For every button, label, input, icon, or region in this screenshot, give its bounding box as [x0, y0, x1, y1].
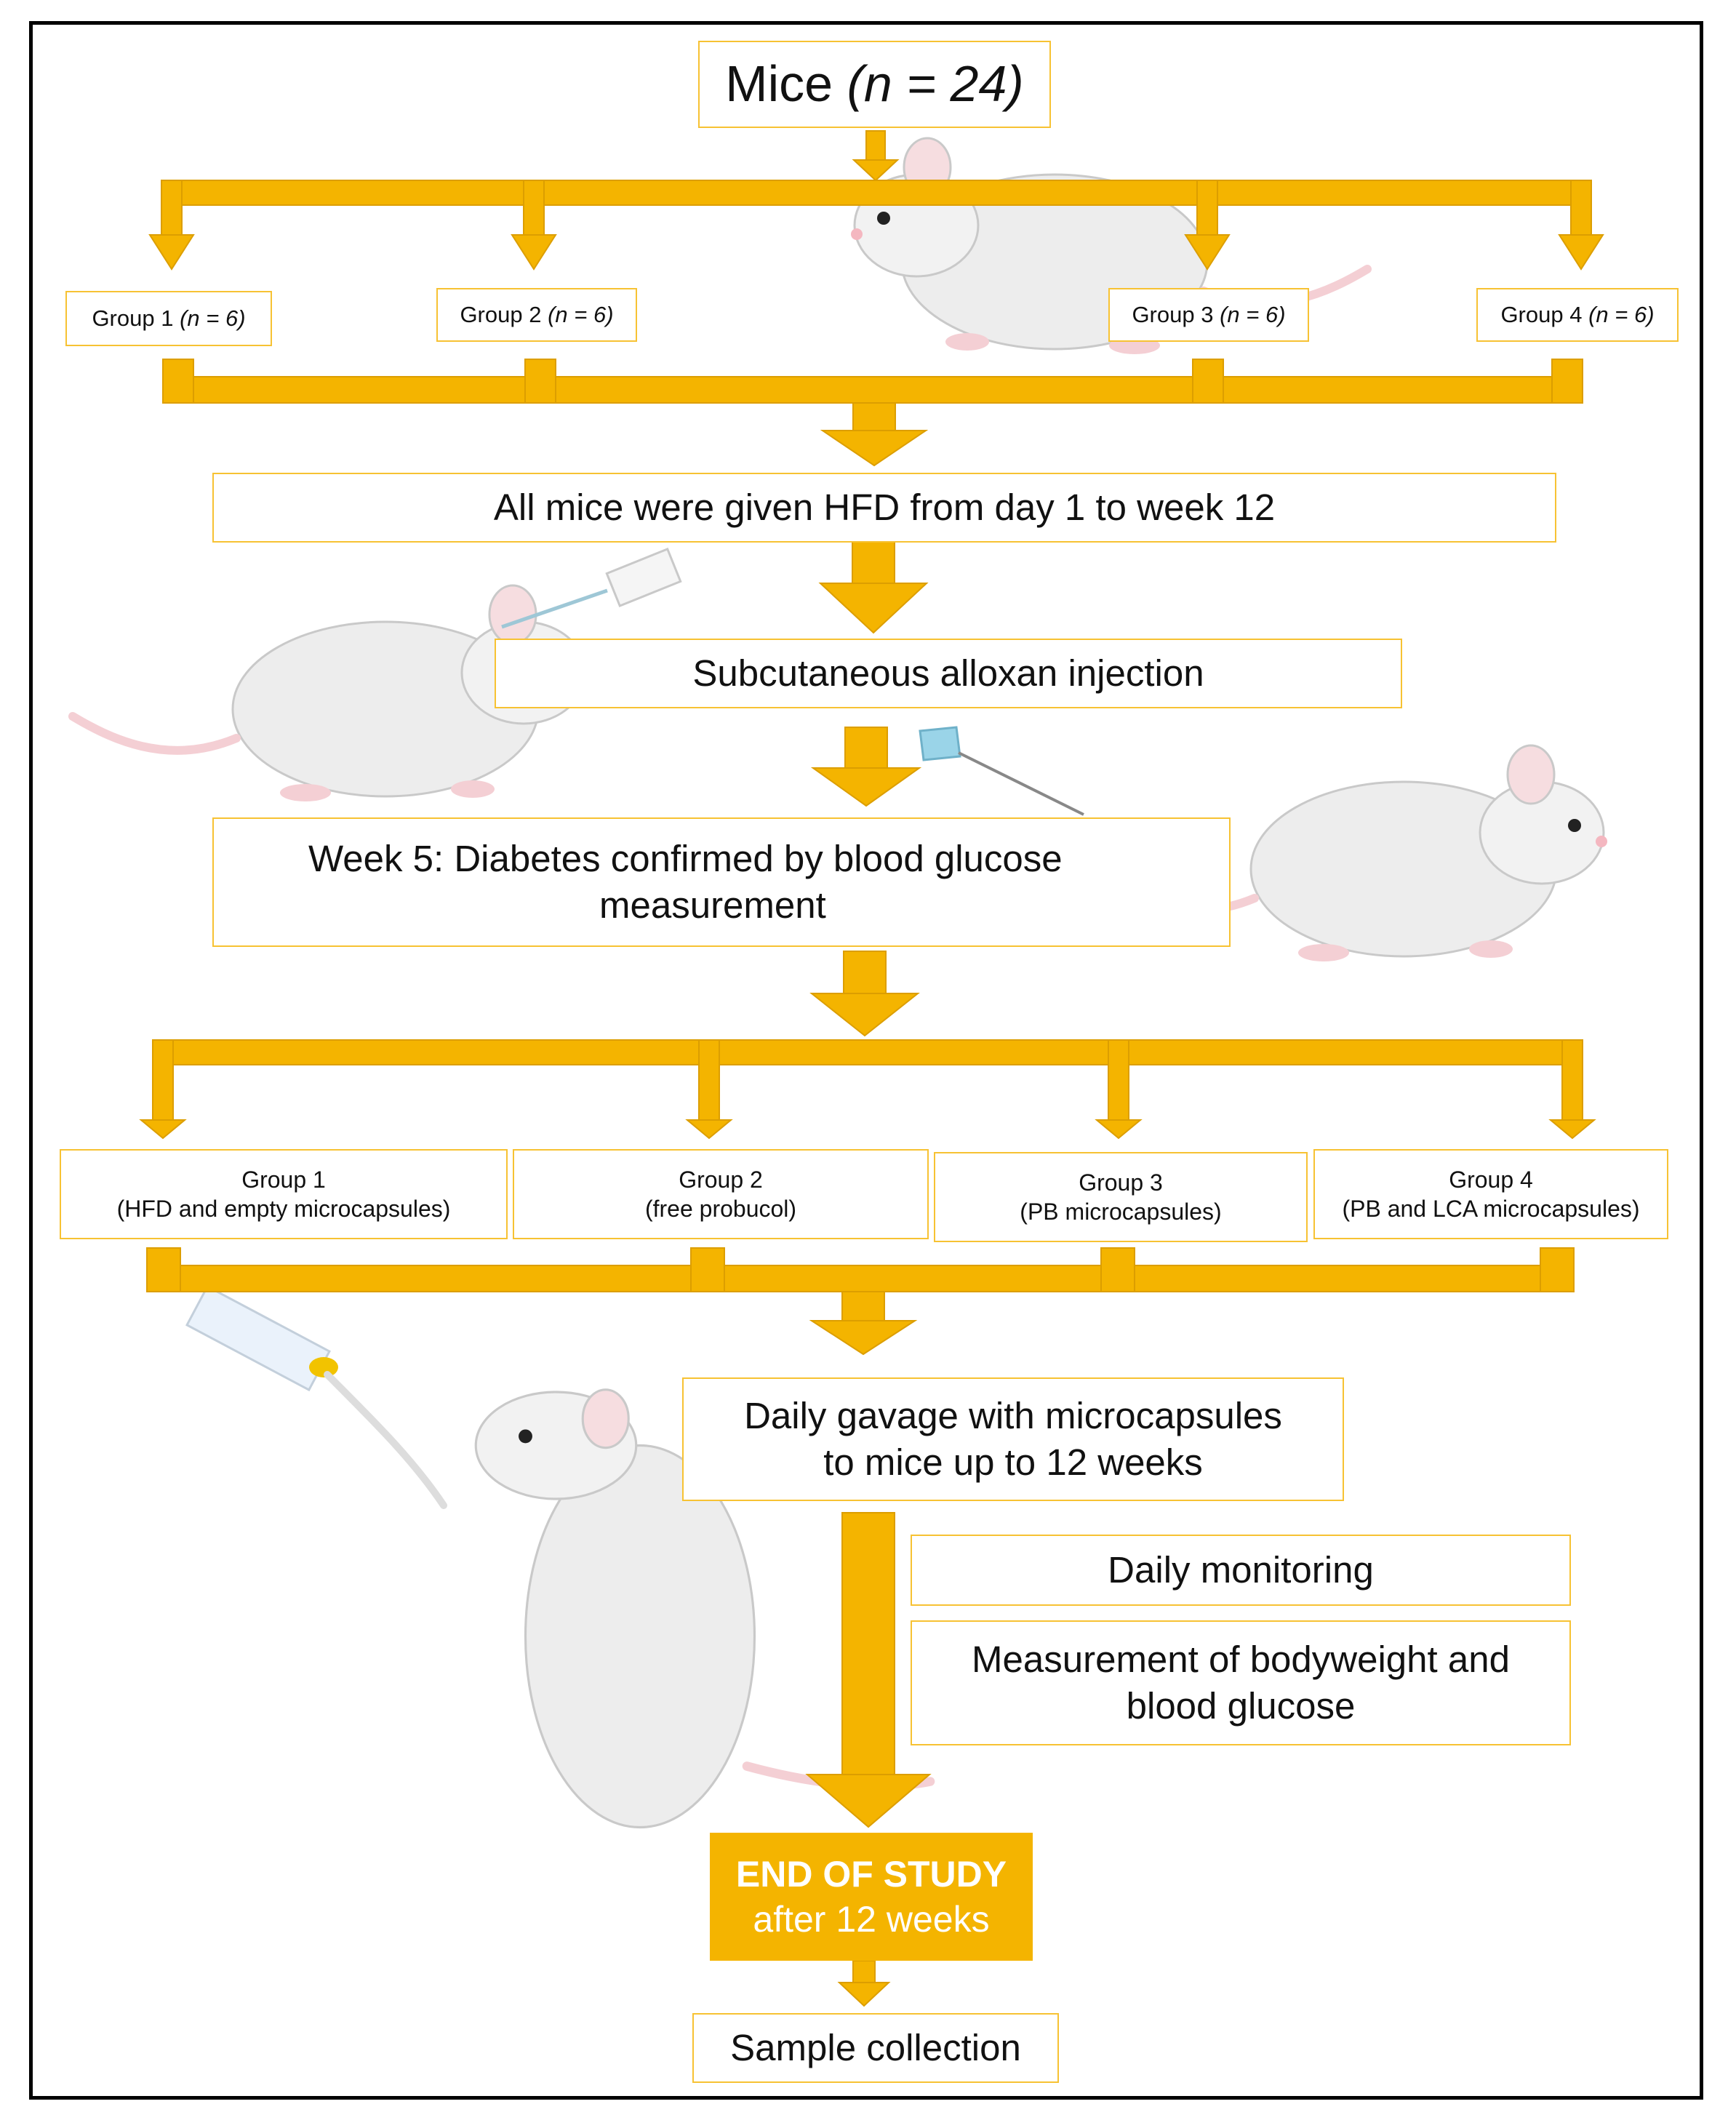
start-box: Mice (n = 24) [698, 41, 1051, 128]
treatment-title: Group 4 [1449, 1167, 1533, 1193]
connector-arrows [139, 130, 1604, 2007]
treatment-desc: (PB microcapsules) [1020, 1199, 1222, 1225]
end-line-1: END OF STUDY [735, 1853, 1007, 1895]
start-label: Mice [725, 55, 833, 113]
hfd-step-text: All mice were given HFD from day 1 to we… [493, 487, 1276, 529]
injection-step-text: Subcutaneous alloxan injection [692, 652, 1204, 695]
group-n: (n = 6) [548, 301, 614, 327]
group-label: Group 1 [92, 305, 174, 331]
gavage-step-box: Daily gavage with microcapsules to mice … [682, 1377, 1344, 1501]
group-n: (n = 6) [1588, 301, 1655, 327]
end-of-study-box: END OF STUDY after 12 weeks [710, 1833, 1033, 1961]
gavage-line-2: to mice up to 12 weeks [823, 1441, 1203, 1483]
treatment-group-1: Group 1 (HFD and empty microcapsules) [60, 1149, 508, 1239]
measurement-box: Measurement of bodyweight and blood gluc… [911, 1620, 1571, 1745]
group-n: (n = 6) [180, 305, 246, 331]
monitoring-box: Daily monitoring [911, 1535, 1571, 1606]
monitoring-text: Daily monitoring [1108, 1549, 1374, 1591]
group-box-3: Group 3 (n = 6) [1108, 288, 1309, 342]
gavage-line-1: Daily gavage with microcapsules [744, 1395, 1282, 1437]
group-n: (n = 6) [1220, 301, 1286, 327]
treatment-title: Group 3 [1079, 1169, 1163, 1196]
injection-step-box: Subcutaneous alloxan injection [495, 639, 1402, 708]
group-label: Group 3 [1132, 301, 1214, 327]
syringe-icon [919, 726, 1084, 816]
week5-line-2: measurement [599, 884, 826, 926]
group-box-4: Group 4 (n = 6) [1476, 288, 1679, 342]
gavage-tube-icon [185, 1284, 447, 1509]
measurement-line-1: Measurement of bodyweight and [972, 1639, 1510, 1681]
week5-step-box: Week 5: Diabetes confirmed by blood gluc… [212, 817, 1231, 947]
treatment-desc: (free probucol) [644, 1196, 797, 1222]
group-box-1: Group 1 (n = 6) [65, 291, 272, 346]
group-label: Group 2 [460, 301, 542, 327]
end-line-2: after 12 weeks [753, 1899, 990, 1940]
treatment-group-2: Group 2 (free probucol) [513, 1149, 929, 1239]
group-box-2: Group 2 (n = 6) [436, 288, 637, 342]
start-n: (n = 24) [847, 55, 1024, 113]
treatment-desc: (HFD and empty microcapsules) [116, 1196, 451, 1222]
hfd-step-box: All mice were given HFD from day 1 to we… [212, 473, 1556, 543]
treatment-title: Group 2 [679, 1167, 763, 1193]
sample-collection-text: Sample collection [730, 2027, 1021, 2069]
sample-collection-box: Sample collection [692, 2013, 1059, 2083]
treatment-title: Group 1 [241, 1167, 326, 1193]
treatment-group-3: Group 3 (PB microcapsules) [934, 1152, 1308, 1242]
week5-line-1: Week 5: Diabetes confirmed by blood gluc… [308, 838, 1063, 880]
group-label: Group 4 [1500, 301, 1583, 327]
figure-frame [29, 21, 1703, 2100]
syringe-icon [501, 547, 682, 629]
treatment-group-4: Group 4 (PB and LCA microcapsules) [1313, 1149, 1668, 1239]
measurement-line-2: blood glucose [1126, 1685, 1356, 1727]
treatment-desc: (PB and LCA microcapsules) [1342, 1196, 1640, 1222]
